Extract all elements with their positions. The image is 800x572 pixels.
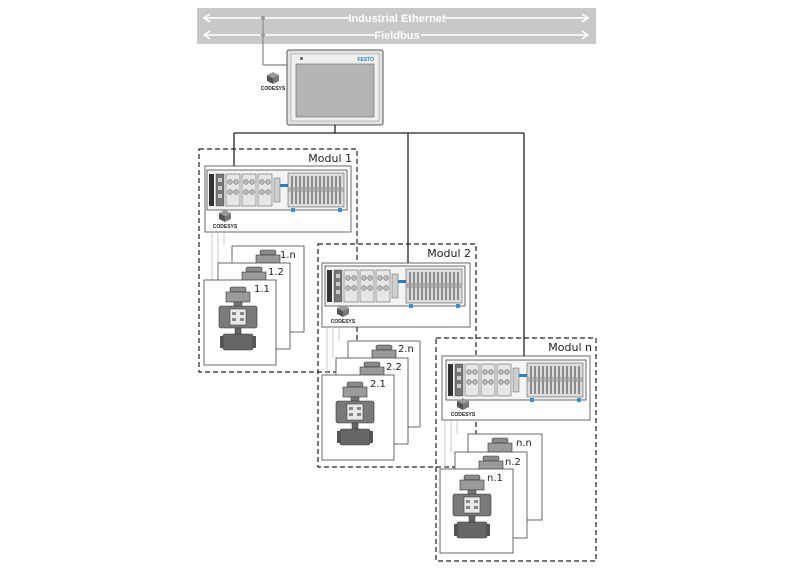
device-label: n.2 [505,457,521,468]
codesys-logo: CODESYS [331,305,356,325]
module-n: Modul n CODESYS n.n n.2 n.1 [435,337,597,562]
module-boundary [198,148,358,373]
device-label: 1.2 [268,267,284,278]
panel-codesys-logo: CODESYS [261,72,286,92]
device-card: 1.1 [203,279,277,366]
svg-text:CODESYS: CODESYS [451,412,476,418]
device-label: 2.2 [386,362,402,373]
fieldbus-label: Fieldbus [374,30,419,42]
device-label: 2.1 [370,379,386,390]
module-n-label: Modul n [548,341,592,354]
panel-screen [295,63,375,118]
svg-text:CODESYS: CODESYS [331,319,356,325]
module-2: Modul 2 CODESYS 2.n 2.2 2.1 [317,243,477,468]
module-2-label: Modul 2 [427,247,471,260]
panel-brand-logo: FESTO [357,57,374,63]
device-label: n.n [516,438,532,449]
valve-terminal [206,169,348,213]
module-boundary [317,243,477,468]
device-label: 1.n [280,250,296,261]
device-label: n.1 [487,473,503,484]
device-label: 1.1 [254,284,270,295]
module-1: Modul 1 CODESYS 1.n 1.2 1.1 [198,148,358,373]
valve-terminal [324,265,466,309]
codesys-logo: CODESYS [213,210,238,230]
control-panel: FESTO [286,49,384,126]
svg-text:CODESYS: CODESYS [261,86,286,92]
device-card: 2.1 [321,374,395,461]
svg-text:CODESYS: CODESYS [213,224,238,230]
industrial-ethernet-label: Industrial Ethernet [348,13,446,25]
valve-terminal [445,359,587,403]
device-label: 2.n [398,344,414,355]
bus-panel-connection [261,16,288,66]
network-lines [233,125,525,357]
module-1-label: Modul 1 [308,152,352,165]
codesys-logo: CODESYS [451,398,476,418]
device-card: n.1 [439,468,514,554]
bus-band: Industrial Ethernet Fieldbus [197,8,596,44]
module-boundary [435,337,597,562]
